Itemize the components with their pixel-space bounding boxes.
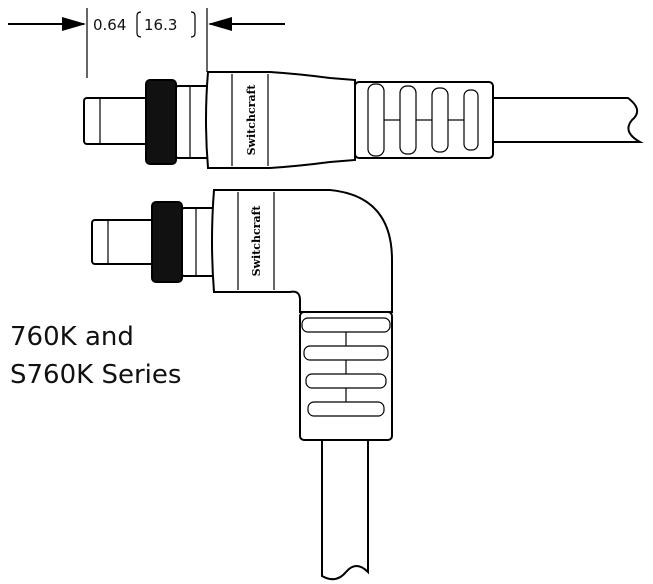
straight-plug-tip (83, 97, 151, 145)
right-angle-plug-tip (91, 219, 157, 265)
dimension-inches: 0.64 (93, 16, 126, 34)
straight-brand-label: Switchcraft (245, 84, 258, 156)
straight-coupling-nut (145, 79, 177, 165)
series-caption: 760K and S760K Series (10, 318, 181, 394)
dimension-millimeters: 16.3 (144, 16, 177, 34)
right-angle-strain-relief (299, 311, 393, 441)
caption-line-1: 760K and (10, 322, 134, 352)
right-angle-cable (321, 439, 369, 581)
straight-connector: Switchcraft (83, 71, 644, 169)
straight-body (205, 71, 356, 169)
dimension-callout: 0.64 16.3 (8, 8, 285, 78)
right-angle-body (211, 189, 393, 313)
straight-cable (492, 97, 644, 143)
right-angle-brand-label: Switchcraft (250, 205, 263, 277)
right-angle-coupling-nut (151, 201, 183, 283)
right-angle-connector: Switchcraft (91, 189, 393, 581)
caption-line-2: S760K Series (10, 360, 182, 390)
